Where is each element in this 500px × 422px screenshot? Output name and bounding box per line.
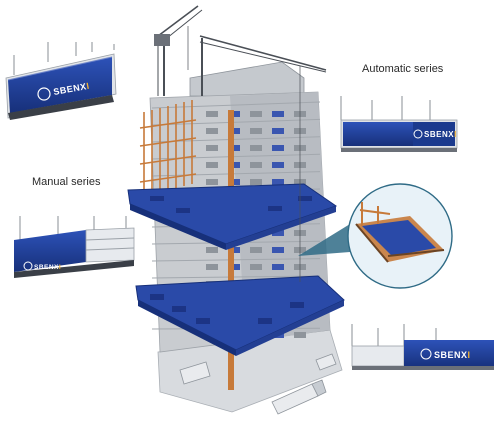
window-slot [272, 179, 284, 185]
window-slot [250, 128, 262, 134]
window-slot [272, 162, 284, 168]
window-slot [206, 128, 218, 134]
window-slot [206, 162, 218, 168]
window-slot [250, 247, 262, 253]
automatic-series-panel: SBENXI [341, 96, 457, 152]
window-slot [206, 264, 218, 270]
platform-bottom-right: SBENXI [352, 324, 494, 370]
window-slot [206, 111, 218, 117]
window-slot [250, 111, 262, 117]
building-illustration [128, 62, 344, 412]
window-slot [250, 264, 262, 270]
window-slot [272, 111, 284, 117]
brand-logo-accent: I [454, 130, 457, 139]
brand-logo-text: SBENX [434, 350, 468, 360]
platform-top-left: SBENXI [6, 42, 116, 120]
window-slot [206, 247, 218, 253]
window-slot [250, 179, 262, 185]
window-slot [272, 128, 284, 134]
window-slot [250, 162, 262, 168]
window-slot [272, 145, 284, 151]
window-slot [206, 145, 218, 151]
window-slot [272, 247, 284, 253]
window-slot [206, 179, 218, 185]
automatic-series-label: Automatic series [362, 63, 443, 75]
svg-text:SBENXI: SBENXI [34, 264, 61, 271]
brand-logo-text: SBENX [34, 264, 59, 271]
brand-logo-text: SBENX [424, 130, 454, 139]
svg-text:SBENXI: SBENXI [424, 130, 457, 139]
manual-series-label: Manual series [32, 176, 100, 188]
window-slot [272, 264, 284, 270]
window-slot [294, 332, 306, 338]
window-slot [250, 145, 262, 151]
brand-logo-accent: I [59, 264, 61, 271]
manual-series-platform: SBENXI [14, 216, 134, 278]
svg-text:SBENXI: SBENXI [434, 350, 471, 360]
brand-logo-accent: I [468, 350, 471, 360]
